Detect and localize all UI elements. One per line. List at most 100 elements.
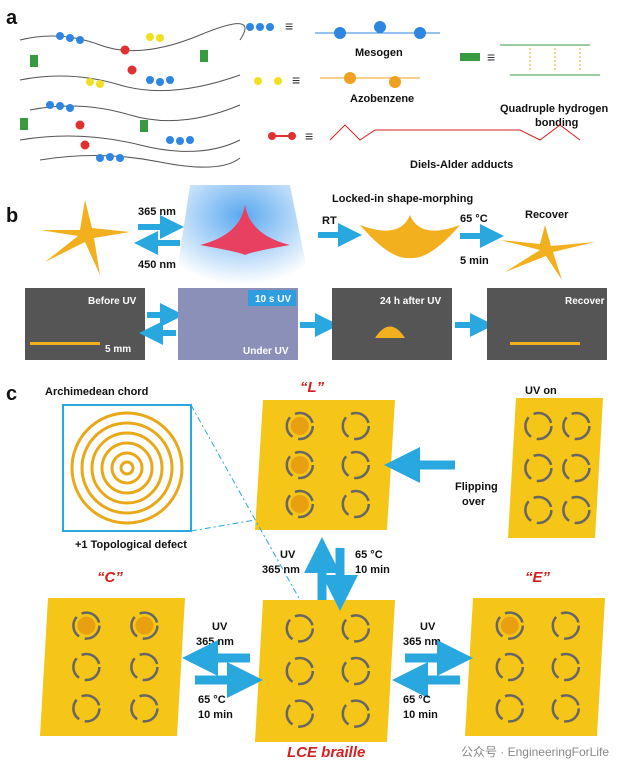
nm-label: 365 nm [196,636,234,648]
over-label: over [462,496,486,508]
braille-cell [562,411,591,441]
photo-caption: 10 s UV [255,294,291,305]
mesogen-label: Mesogen [355,47,403,59]
star-locked [360,215,460,259]
time-label: 5 min [460,255,489,267]
braille-cell [72,694,101,723]
braille-plate-center [255,600,395,742]
callout-line [190,404,301,601]
mesogen-beads [46,32,194,162]
photo-before-uv: Before UV 5 mm [25,288,145,360]
archimedean-chord-image [62,404,192,532]
chord-label: Archimedean chord [45,386,148,398]
da-beads [75,45,137,150]
braille-plate-l [255,400,395,530]
braille-cell [72,611,101,640]
locked-label: Locked-in shape-morphing [332,193,473,205]
uv-label: UV [212,621,228,633]
arrows-right-pair: UV 365 nm 65 °C 10 min [392,621,473,721]
braille-cell [285,699,315,728]
braille-cell [285,489,315,519]
braille-cell [285,411,315,441]
braille-cell [341,450,371,480]
braille-cell [130,694,159,723]
braille-plate-e [465,598,605,736]
uv-label: UV [280,549,296,561]
hbond-blocks [20,50,208,132]
braille-dot [290,495,309,513]
braille-cell [524,411,553,441]
braille-plate-uv-on [508,398,603,538]
hbond-label-2: bonding [535,117,578,129]
braille-cell [130,611,159,640]
legend-mesogen: ≡ Mesogen [246,18,440,59]
braille-cell [551,694,581,723]
azobenzene-beads [86,33,164,88]
flipping-label: Flipping [455,481,498,493]
wavelength-365: 365 nm [138,206,176,218]
letter-c: “C” [97,569,123,586]
polymer-network [19,23,246,168]
legend-azobenzene: ≡ Azobenzene [254,72,420,105]
photo-24h: 24 h after UV [332,288,452,360]
braille-cell [495,611,525,640]
photo-caption: Recover [565,296,605,307]
braille-cell [551,611,581,640]
panel-a-label: a [6,7,18,29]
braille-cell [524,453,553,483]
braille-cell [524,495,553,525]
recover-label: Recover [525,209,569,221]
time-label: 10 min [355,564,390,576]
letter-e: “E” [525,569,551,586]
temp-label: 65 °C [198,694,226,706]
braille-dot [77,616,96,635]
time-label: 10 min [198,709,233,721]
braille-plates [40,398,605,742]
braille-cell [551,652,581,682]
temp-label: 65 °C [355,549,383,561]
svg-text:≡: ≡ [285,18,293,34]
legend-diels-alder: ≡ Diels-Alder adducts [268,124,581,171]
photo-caption: Before UV [88,296,137,307]
braille-cell [72,652,101,682]
braille-dot [290,456,309,474]
braille-cell [285,614,315,643]
braille-cell [495,652,525,682]
braille-cell [130,652,159,682]
panel-c-label: c [6,383,17,405]
temp-label: 65 °C [460,213,488,225]
arrows-left-pair: UV 365 nm 65 °C 10 min [182,621,263,721]
braille-plate-c [40,598,185,736]
hbond-label-1: Quadruple hydrogen [500,103,608,115]
nm-label: 365 nm [403,636,441,648]
wavelength-450: 450 nm [138,259,176,271]
photo-caption: Under UV [243,346,289,357]
braille-cell [341,699,371,728]
rt-label: RT [322,215,337,227]
star-bent-uv [200,205,290,255]
braille-cell [285,656,315,686]
nm-label: 365 nm [262,564,300,576]
legend-hbond: ≡ Quadruple hydrogen bonding [460,44,608,129]
uv-label: UV [420,621,436,633]
azobenzene-label: Azobenzene [350,93,414,105]
scale-bar-label: 5 mm [105,344,131,355]
time-label: 10 min [403,709,438,721]
lce-braille-label: LCE braille [287,744,365,761]
star-flat [40,200,130,275]
spiral [70,411,184,525]
uv-on-label: UV on [525,385,557,397]
photo-under-uv: 10 s UV Under UV [178,288,298,360]
braille-cell [341,656,371,686]
svg-text:≡: ≡ [487,49,495,65]
braille-cell [285,450,315,480]
photo-recover: Recover [487,288,607,360]
svg-text:≡: ≡ [292,72,300,88]
braille-cell [562,495,591,525]
diels-alder-label: Diels-Alder adducts [410,159,513,171]
temp-label: 65 °C [403,694,431,706]
braille-dot [500,616,519,635]
braille-cell [562,453,591,483]
braille-dot [135,616,154,635]
